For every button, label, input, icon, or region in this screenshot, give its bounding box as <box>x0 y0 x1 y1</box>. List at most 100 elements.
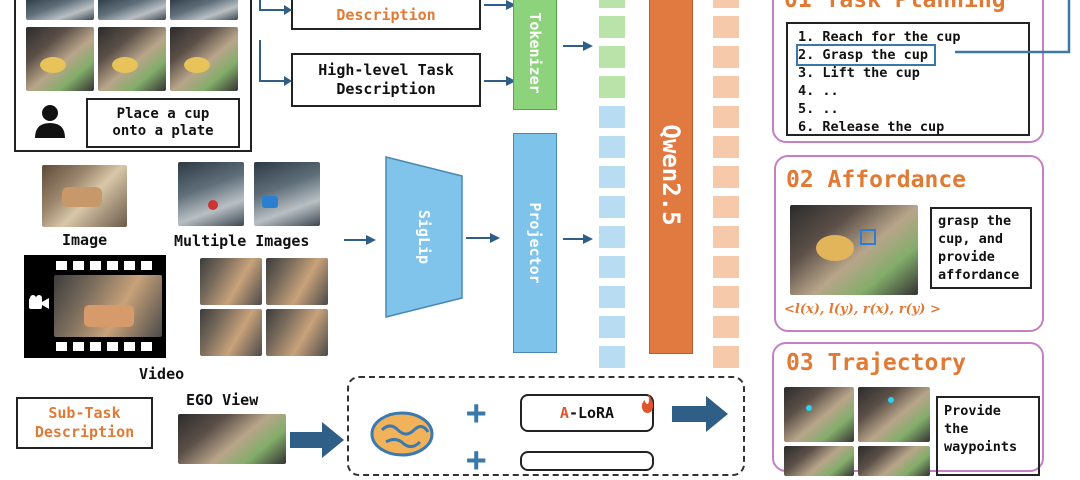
tokenizer-label: Tokenizer <box>526 12 544 94</box>
lora-box-2 <box>520 451 654 471</box>
trajectory-photo-3 <box>784 446 854 476</box>
description-box: Description <box>291 0 481 30</box>
trajectory-photo-1 <box>784 387 854 442</box>
camera-icon <box>29 295 49 309</box>
output-token <box>713 226 739 248</box>
instruction-panel: Place a cup onto a plate <box>14 0 252 152</box>
task-planning-section: 01 Task Planning 1. Reach for the cup 2.… <box>772 0 1044 143</box>
output-token <box>713 316 739 338</box>
output-token <box>713 346 739 368</box>
output-token <box>713 286 739 308</box>
task-planning-list: 1. Reach for the cup 2. Grasp the cup 3.… <box>786 22 1030 136</box>
trajectory-text: Provide the waypoints <box>936 396 1040 476</box>
output-token <box>713 76 739 98</box>
scene-photo-3 <box>170 27 238 91</box>
arrow-icon <box>563 41 593 51</box>
video-grid-2 <box>266 258 328 305</box>
highlight-connector <box>955 0 1071 54</box>
input-token <box>599 256 625 278</box>
arrow-icon <box>563 234 593 244</box>
trajectory-photo-2 <box>858 387 930 442</box>
scene-photo-2 <box>98 27 166 91</box>
output-token <box>713 0 739 8</box>
input-token <box>599 166 625 188</box>
ego-view-photo <box>178 414 286 464</box>
plus-icon: + <box>466 440 487 480</box>
top-photo-3 <box>170 0 238 20</box>
trajectory-title: 03 Trajectory <box>786 350 967 376</box>
plus-icon: + <box>466 393 487 433</box>
affordance-title: 02 Affordance <box>786 167 967 193</box>
lora-suffix: -LoRA <box>568 403 615 422</box>
output-token <box>713 16 739 38</box>
multi-image-2 <box>254 162 320 226</box>
ego-view-label: EGO View <box>186 391 259 409</box>
siglip-encoder <box>385 156 463 318</box>
input-token <box>599 106 625 128</box>
scene-photo-1 <box>26 27 94 91</box>
tokenizer-block: Tokenizer <box>513 0 557 110</box>
plan-step-highlighted: 2. Grasp the cup <box>795 44 937 66</box>
plan-step: 6. Release the cup <box>798 119 945 135</box>
plan-step: 1. Reach for the cup <box>798 29 961 45</box>
video-still <box>54 275 162 337</box>
video-grid-1 <box>200 258 262 305</box>
input-token <box>599 76 625 98</box>
input-token <box>599 286 625 308</box>
task-planning-title: 01 Task Planning <box>784 0 1006 13</box>
image-label: Image <box>62 231 108 249</box>
input-token <box>599 226 625 248</box>
output-token <box>713 136 739 158</box>
instruction-box: Place a cup onto a plate <box>86 98 240 148</box>
arrow-icon <box>344 235 376 245</box>
trajectory-photo-4 <box>858 446 930 476</box>
high-level-task-box: High-level Task Description <box>291 53 481 107</box>
plan-step: 4. .. <box>798 83 839 99</box>
image-sample <box>42 165 127 227</box>
affordance-section: 02 Affordance grasp the cup, and provide… <box>774 155 1044 332</box>
top-photo-1 <box>26 0 94 20</box>
output-token <box>713 106 739 128</box>
affordance-text: grasp the cup, and provide affordance <box>930 207 1032 289</box>
output-token <box>713 196 739 218</box>
lora-prefix: A <box>559 403 569 422</box>
affordance-formula: <l(x), l(y), r(x), r(y) > <box>784 302 941 317</box>
trajectory-section: 03 Trajectory Provide the waypoints <box>772 342 1044 476</box>
description-label: Description <box>336 5 436 24</box>
projector-label: Projector <box>526 202 544 284</box>
multi-image-1 <box>178 162 244 226</box>
multiple-images-label: Multiple Images <box>174 232 310 250</box>
sub-task-box: Sub-Task Description <box>16 397 153 449</box>
input-token <box>599 136 625 158</box>
video-label: Video <box>139 365 185 383</box>
output-token <box>713 46 739 68</box>
input-token <box>599 16 625 38</box>
qwen-block: Qwen2.5 <box>649 0 693 354</box>
input-token <box>599 316 625 338</box>
output-token <box>713 166 739 188</box>
siglip-label: SigLip <box>415 209 433 265</box>
top-photo-2 <box>98 0 166 20</box>
arrow-icon <box>484 0 516 86</box>
input-token <box>599 196 625 218</box>
brain-icon <box>370 411 434 457</box>
output-token <box>713 256 739 278</box>
arrow-icon <box>290 422 344 458</box>
video-frame <box>24 255 166 358</box>
video-grid-4 <box>266 309 328 356</box>
plan-step: 3. Lift the cup <box>798 65 920 81</box>
input-token <box>599 346 625 368</box>
input-token <box>599 46 625 68</box>
input-token <box>599 0 625 8</box>
fire-icon <box>641 394 654 413</box>
lora-box: A-LoRA <box>520 394 654 432</box>
video-grid-3 <box>200 309 262 356</box>
arrow-icon <box>466 233 500 243</box>
affordance-photo <box>790 205 918 295</box>
plan-step: 5. .. <box>798 101 839 117</box>
qwen-label: Qwen2.5 <box>657 124 685 226</box>
arrow-icon <box>259 0 292 86</box>
person-icon <box>35 105 65 138</box>
projector-block: Projector <box>513 133 557 353</box>
arrow-icon <box>672 396 728 432</box>
